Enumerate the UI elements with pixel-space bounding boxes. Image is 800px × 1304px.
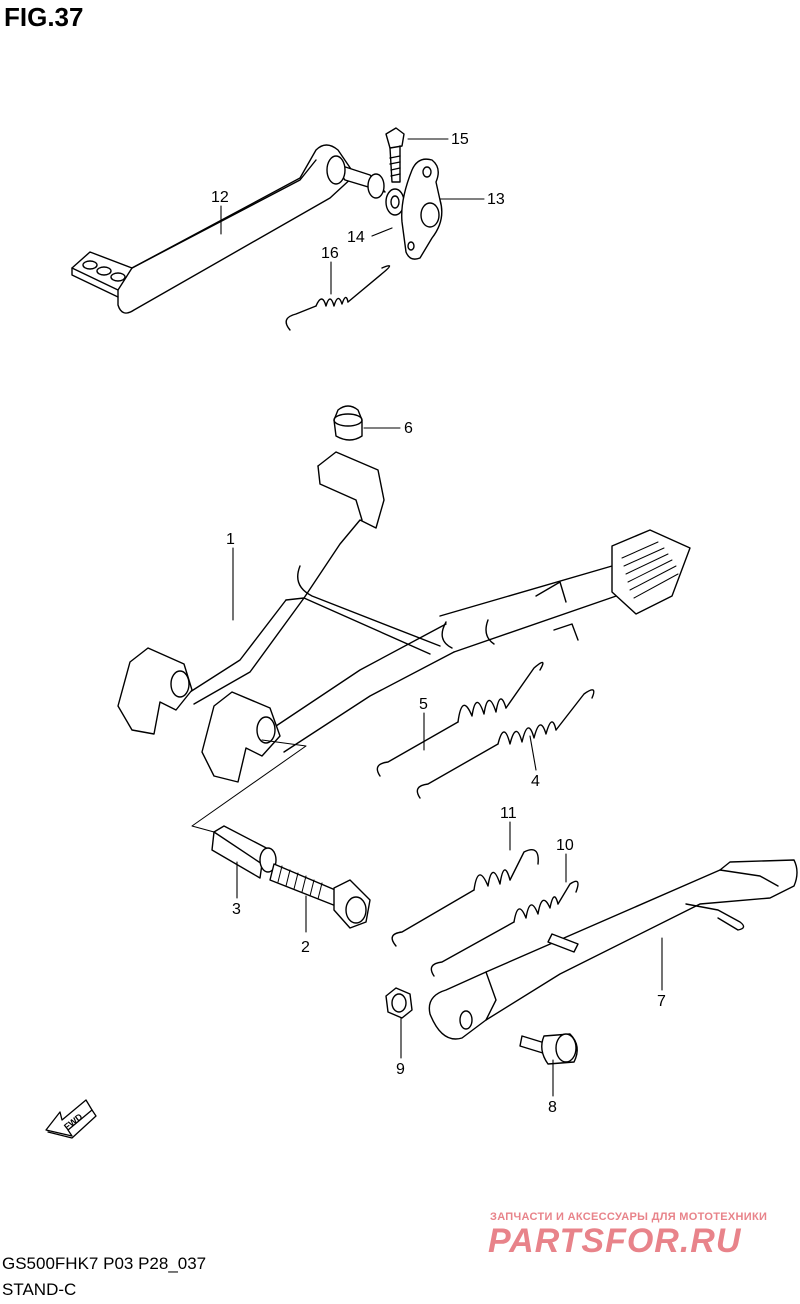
watermark-tagline: ЗАПЧАСТИ И АКСЕССУАРЫ ДЛЯ МОТОТЕХНИКИ [490, 1211, 768, 1223]
callout-13: 13 [487, 191, 505, 208]
callout-12: 12 [211, 189, 229, 206]
watermark-logo: PARTSFOR.RU [488, 1222, 742, 1260]
callout-1: 1 [226, 531, 235, 548]
callout-14: 14 [347, 229, 365, 246]
callout-10: 10 [556, 837, 574, 854]
part-15-bolt [385, 127, 405, 183]
part-12-brake-pedal [71, 144, 386, 314]
callout-5: 5 [419, 696, 428, 713]
part-5-spring [376, 661, 544, 777]
part-13-lever [401, 158, 443, 260]
part-1-center-stand [117, 451, 691, 783]
fwd-arrow-icon: FWD [45, 1099, 97, 1139]
diagram-code: GS500FHK7 P03 P28_037 [2, 1254, 207, 1273]
figure-title: FIG.37 [4, 2, 84, 32]
callout-4: 4 [531, 773, 540, 790]
part-2-bolt [269, 863, 371, 929]
callout-6: 6 [404, 420, 413, 437]
callout-11: 11 [500, 805, 517, 822]
part-16-spring [285, 265, 391, 331]
callout-7: 7 [657, 993, 666, 1010]
callout-15: 15 [451, 131, 469, 148]
callout-3: 3 [232, 901, 241, 918]
diagram-name: STAND-C [2, 1280, 77, 1299]
part-10-spring [430, 880, 579, 977]
callout-2: 2 [301, 939, 310, 956]
assembly-guide-line [191, 739, 307, 833]
part-11-spring [391, 849, 539, 947]
part-6-stopper [333, 405, 363, 441]
part-9-nut [385, 987, 413, 1019]
callout-16: 16 [321, 245, 339, 262]
part-7-side-stand [428, 859, 798, 1040]
callout-8: 8 [548, 1099, 557, 1116]
part-4-spring [416, 689, 595, 799]
leader-lines [220, 138, 663, 1097]
part-8-bolt [519, 1033, 578, 1065]
callout-9: 9 [396, 1061, 405, 1078]
part-3-collar [211, 825, 277, 879]
